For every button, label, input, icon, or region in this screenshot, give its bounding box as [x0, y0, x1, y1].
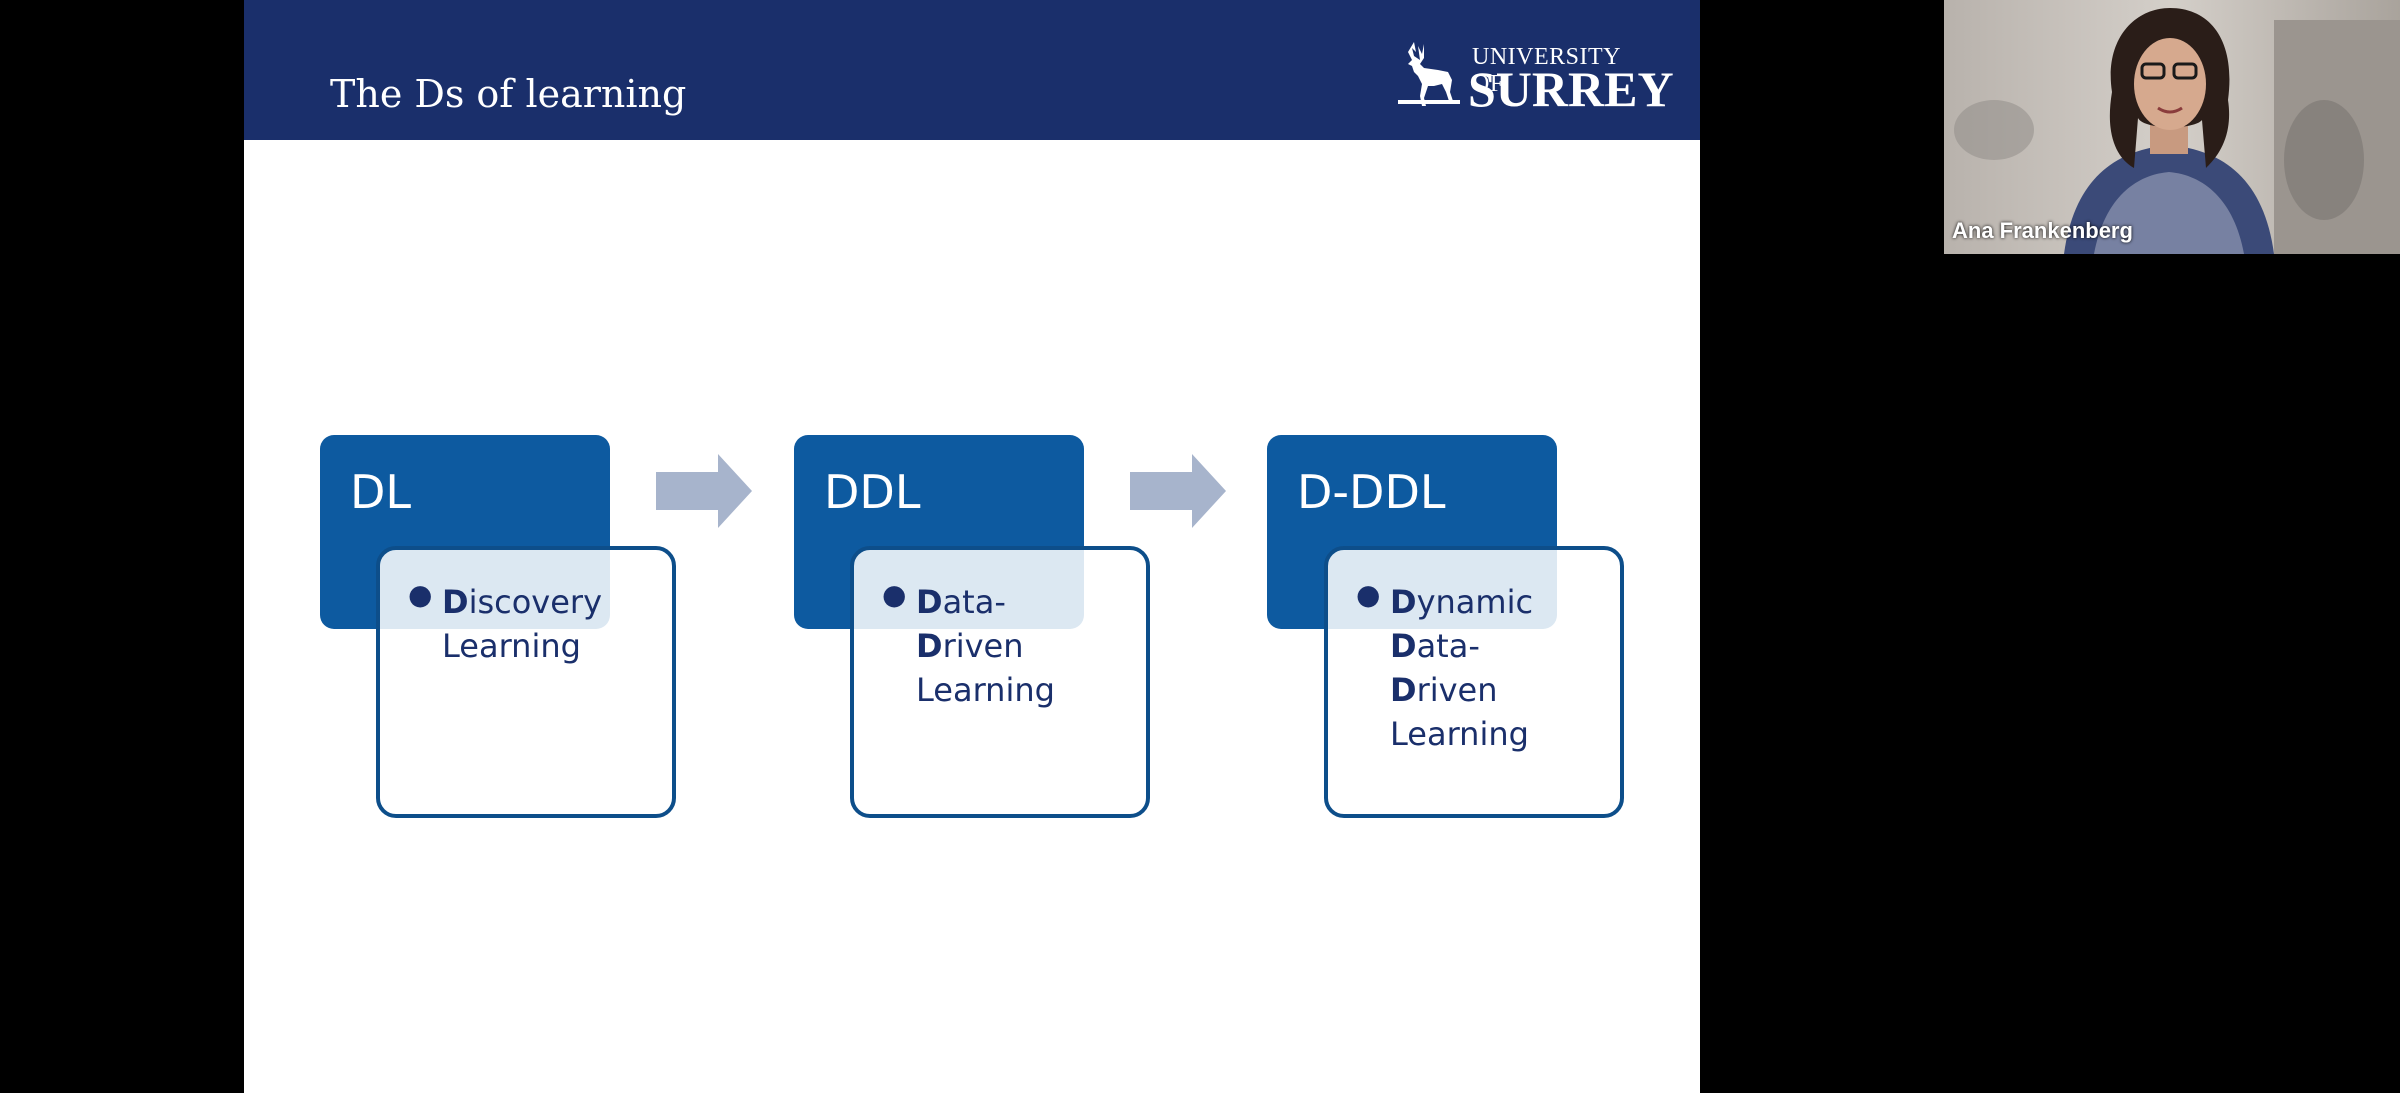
participant-video-feed: [1944, 0, 2400, 254]
slide-header-bar: The Ds of learning UNIVERSITY OF SURREY: [244, 0, 1700, 140]
description-line: Learning: [916, 668, 1136, 712]
stage-ddl: DDL ● Data- Driven Learning: [244, 0, 1700, 1093]
word-rest: Learning: [916, 671, 1055, 709]
word-rest: ata-: [942, 583, 1006, 621]
stage-d-ddl-label: D-DDL: [1297, 465, 1446, 519]
description-line: Data-: [1390, 624, 1610, 668]
bold-initial: D: [1390, 671, 1417, 709]
bold-initial: D: [442, 583, 469, 621]
participant-video-tile[interactable]: Ana Frankenberg: [1944, 0, 2400, 254]
logo-text-university-of: UNIVERSITY OF: [1472, 44, 1621, 97]
bold-initial: D: [916, 583, 943, 621]
stage-d-ddl-description-box: ● Dynamic Data- Driven Learning: [1324, 546, 1624, 818]
stage-dl-description: Discovery Learning: [442, 580, 662, 668]
bold-initial: D: [916, 627, 943, 665]
participant-name-label: Ana Frankenberg: [1952, 218, 2133, 243]
word-rest: riven: [942, 627, 1024, 665]
description-line: Dynamic: [1390, 580, 1610, 624]
stage-dl-description-box: ● Discovery Learning: [376, 546, 676, 818]
stage-ddl-label: DDL: [824, 465, 921, 519]
stag-logo-icon: [1398, 42, 1460, 106]
word-rest: ata-: [1416, 627, 1480, 665]
word-rest: ynamic: [1416, 583, 1534, 621]
word-rest: Learning: [1390, 715, 1529, 753]
description-line: Discovery: [442, 580, 662, 624]
logo-text-surrey: SURREY: [1468, 61, 1674, 117]
word-rest: Learning: [442, 627, 581, 665]
word-rest: iscovery: [468, 583, 603, 621]
bold-initial: D: [1390, 583, 1417, 621]
stage-dl: DL ● Discovery Learning: [244, 0, 1700, 1093]
bold-initial: D: [1390, 627, 1417, 665]
arrow-right-icon: [1130, 454, 1226, 528]
description-line: Driven: [916, 624, 1136, 668]
description-line: Learning: [1390, 712, 1610, 756]
stage-d-ddl: D-DDL ● Dynamic Data- Driven Learning: [244, 0, 1700, 1093]
description-line: Data-: [916, 580, 1136, 624]
bullet-icon: ●: [408, 578, 433, 611]
stage-d-ddl-description: Dynamic Data- Driven Learning: [1390, 580, 1610, 756]
word-rest: riven: [1416, 671, 1498, 709]
arrow-right-icon: [656, 454, 752, 528]
description-line: Driven: [1390, 668, 1610, 712]
bullet-icon: ●: [882, 578, 907, 611]
presentation-slide: The Ds of learning UNIVERSITY OF SURREY …: [244, 0, 1700, 1093]
stage-dl-label: DL: [350, 465, 412, 519]
description-line: Learning: [442, 624, 662, 668]
university-logo: UNIVERSITY OF SURREY: [1394, 38, 1674, 117]
slide-title: The Ds of learning: [330, 72, 687, 116]
bullet-icon: ●: [1356, 578, 1381, 611]
stage-ddl-description-box: ● Data- Driven Learning: [850, 546, 1150, 818]
stage-ddl-description: Data- Driven Learning: [916, 580, 1136, 712]
